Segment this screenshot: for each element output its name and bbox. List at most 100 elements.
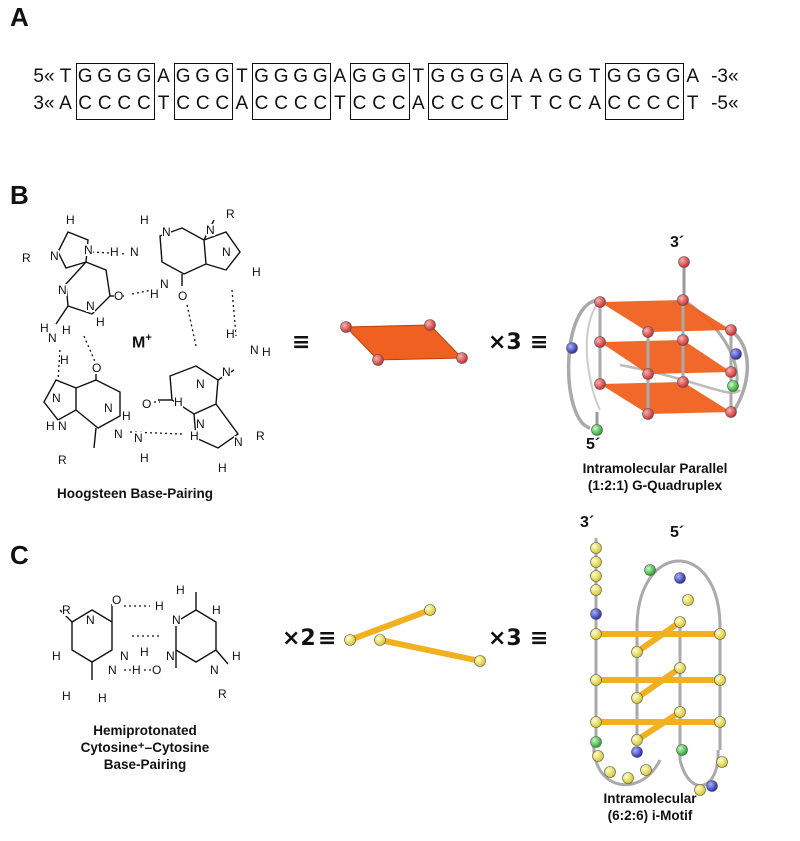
sequence-bottom-base: C — [489, 93, 504, 114]
atom-label: N — [210, 663, 219, 677]
atom-label: N — [120, 649, 129, 663]
i-motif-cytosine-node — [604, 766, 616, 778]
equivalence-symbol-c1: ≡ — [318, 626, 337, 651]
i-motif-loop-node — [706, 780, 718, 792]
atom-label: O — [152, 663, 162, 677]
i-motif-cytosine-node — [674, 662, 686, 674]
quadruplex-guanine-node — [594, 336, 606, 348]
hoogsteen-caption: Hoogsteen Base-Pairing — [56, 486, 214, 501]
equivalence-symbol-b2: ≡ — [530, 330, 549, 355]
atom-label: H — [98, 691, 107, 705]
g-quadruplex-5-prime: 5´ — [586, 436, 601, 453]
sequence-bottom-base: C — [666, 93, 680, 114]
quadruplex-guanine-node — [725, 366, 737, 378]
sequence-bottom-base: C — [450, 93, 465, 114]
atom-label: N — [114, 427, 123, 441]
quadruplex-guanine-node — [642, 408, 654, 420]
quadruplex-loop-node — [591, 424, 603, 436]
quadruplex-loop-node — [566, 342, 578, 354]
sequence-bottom-base: C — [195, 93, 210, 114]
i-motif-loop-node — [674, 572, 686, 584]
sequence-top-base: G — [606, 66, 622, 87]
sequence-top-base: A — [509, 66, 523, 87]
sequence-top-base: G — [450, 66, 465, 87]
sequence-top-base: G — [646, 66, 661, 87]
multiplier-c1: ×2 — [282, 626, 316, 651]
g-tract-box — [252, 63, 332, 120]
quadruplex-guanine-node — [642, 368, 654, 380]
i-motif-5-prime: 5´ — [670, 524, 685, 541]
atom-label: N — [134, 431, 143, 445]
sequence-top-base: A — [529, 66, 543, 87]
atom-label: H — [60, 353, 69, 367]
i-motif-loop-node — [631, 746, 643, 758]
atom-label: H — [110, 245, 119, 259]
sequence-bottom-base: A — [411, 93, 425, 114]
sequence-bottom-base: C — [274, 93, 288, 114]
atom-label: H — [132, 663, 141, 677]
i-motif-cytosine-node — [590, 584, 602, 596]
sequence-top-base: G — [312, 66, 328, 87]
atom-label: R — [62, 603, 71, 617]
hemiprotonated-caption-line2: Cytosine⁺–Cytosine — [80, 740, 210, 755]
atom-label: R — [256, 429, 265, 443]
g-tract-box — [604, 63, 685, 120]
sequence-bottom-base: C — [372, 93, 386, 114]
quadruplex-guanine-node — [594, 296, 606, 308]
sequence-top-base: G — [293, 66, 309, 87]
i-motif-cytosine-node — [640, 764, 652, 776]
quadruplex-guanine-node — [725, 324, 737, 336]
g-quadruplex-caption-line1: Intramolecular Parallel — [582, 461, 728, 476]
quadruplex-guanine-node — [642, 326, 654, 338]
i-motif-cytosine-node — [590, 542, 602, 554]
metal-ion-charge: + — [145, 332, 152, 344]
i-motif-loop-node — [676, 744, 688, 756]
sequence-top-base: T — [588, 66, 601, 87]
sequence-bottom-base: A — [588, 93, 602, 114]
quadruplex-guanine-node — [594, 378, 606, 390]
sequence-top-base: G — [548, 66, 563, 87]
atom-label: O — [114, 289, 124, 303]
sequence-top-base: T — [412, 66, 425, 87]
atom-label: H — [232, 649, 241, 663]
quadruplex-guanine-node — [725, 406, 737, 418]
sequence-top-prefix: 5« — [33, 66, 55, 87]
hemiprotonated-caption-line1: Hemiprotonated — [93, 723, 197, 738]
i-motif-cytosine-node — [674, 616, 686, 628]
quadruplex-guanine-node — [677, 334, 689, 346]
sequence-bottom-base: C — [548, 93, 563, 114]
atom-label: H — [140, 451, 149, 465]
atom-label: H — [262, 345, 271, 359]
i-motif-3-prime: 3´ — [580, 514, 595, 531]
sequence-top-base: G — [352, 66, 367, 87]
g-quadruplex-3-prime: 3´ — [670, 234, 685, 251]
sequence-bottom-base: T — [157, 93, 170, 114]
sequence-top-base: G — [97, 66, 113, 87]
sequence-bottom-prefix: 3« — [33, 93, 55, 114]
i-motif-loop-node — [590, 736, 602, 748]
atom-label: N — [130, 245, 139, 259]
sequence-bottom-base: C — [627, 93, 641, 114]
sequence-bottom-base: T — [530, 93, 542, 114]
quartet-guanine-node — [456, 352, 468, 364]
i-motif-cytosine-node — [590, 674, 602, 686]
quartet-guanine-node — [424, 319, 436, 331]
quartet-guanine-node — [372, 354, 384, 366]
hemiprotonated-pair-bars — [347, 607, 483, 664]
atom-label: O — [142, 397, 152, 411]
cytosine-pair-structure — [59, 592, 229, 680]
i-motif-cytosine-node — [590, 570, 602, 582]
atom-label: N — [206, 223, 215, 237]
sequence-top-base: G — [116, 66, 132, 87]
sequence-top-base: G — [391, 66, 407, 87]
quadruplex-loop-node — [730, 348, 742, 360]
pair-cytosine-node — [424, 604, 436, 616]
i-motif-cytosine-node — [622, 772, 634, 784]
sequence-bottom-base: C — [293, 93, 308, 114]
quadruplex-guanine-node — [677, 376, 689, 388]
multiplier-c2: ×3 — [488, 626, 522, 651]
panel-a-label: A — [10, 2, 29, 32]
atom-label: N — [84, 243, 93, 257]
sequence-top-base: G — [254, 66, 269, 87]
sequence-bottom-base: C — [607, 93, 622, 114]
